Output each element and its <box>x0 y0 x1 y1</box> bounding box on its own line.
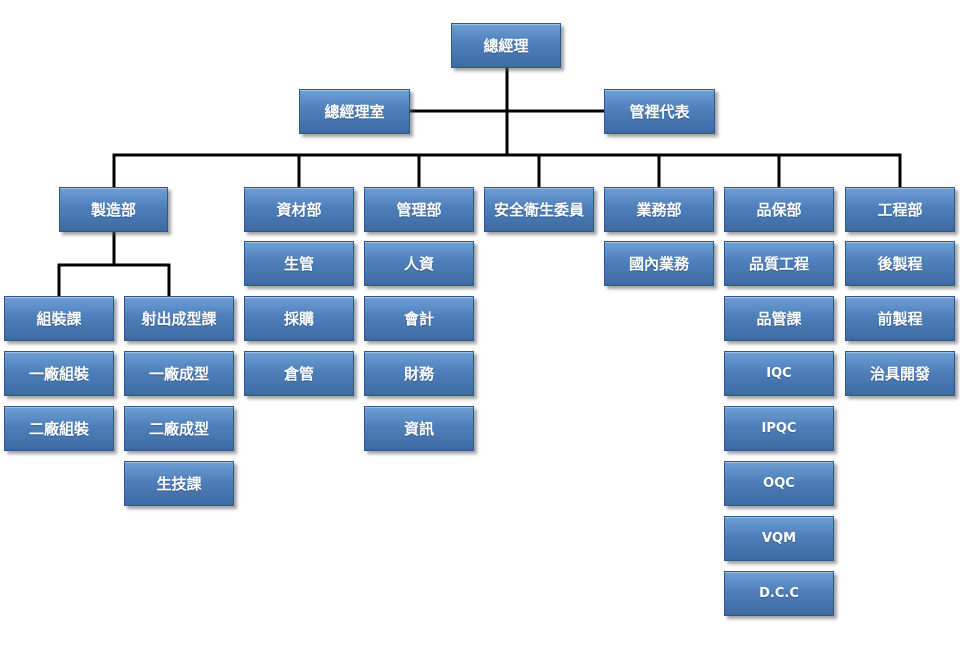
unit-molding-plant1: 一廠成型 <box>124 351 234 396</box>
management-rep-box: 管裡代表 <box>604 89 715 134</box>
ceo-box: 總經理 <box>451 23 561 68</box>
dept-manufacturing: 製造部 <box>59 187 168 232</box>
unit-materials-3: 倉管 <box>244 351 354 396</box>
unit-engineering-1: 後製程 <box>845 241 955 286</box>
ceo-office-box: 總經理室 <box>299 89 410 134</box>
section-molding: 射出成型課 <box>124 296 234 341</box>
unit-admin-1: 人資 <box>364 241 474 286</box>
unit-qa-1: 品質工程 <box>724 241 834 286</box>
unit-production-tech: 生技課 <box>124 461 234 506</box>
dept-engineering: 工程部 <box>845 187 955 232</box>
dept-materials: 資材部 <box>244 187 354 232</box>
unit-qa-oqc: OQC <box>724 461 834 506</box>
unit-sales-1: 國內業務 <box>604 241 714 286</box>
unit-molding-plant2: 二廠成型 <box>124 406 234 451</box>
dept-sales: 業務部 <box>604 187 714 232</box>
unit-engineering-2: 前製程 <box>845 296 955 341</box>
unit-qa-dcc: D.C.C <box>724 571 834 616</box>
unit-admin-2: 會計 <box>364 296 474 341</box>
unit-qa-iqc: IQC <box>724 351 834 396</box>
unit-materials-2: 採購 <box>244 296 354 341</box>
unit-qa-2: 品管課 <box>724 296 834 341</box>
unit-qa-ipqc: IPQC <box>724 406 834 451</box>
dept-safety: 安全衛生委員 <box>484 187 594 232</box>
dept-qa: 品保部 <box>724 187 834 232</box>
section-assembly: 組裝課 <box>4 296 114 341</box>
unit-admin-3: 財務 <box>364 351 474 396</box>
unit-admin-4: 資訊 <box>364 406 474 451</box>
unit-assembly-plant2: 二廠組裝 <box>4 406 114 451</box>
unit-qa-vqm: VQM <box>724 516 834 561</box>
dept-admin: 管理部 <box>364 187 474 232</box>
unit-engineering-3: 治具開發 <box>845 351 955 396</box>
unit-materials-1: 生管 <box>244 241 354 286</box>
unit-assembly-plant1: 一廠組裝 <box>4 351 114 396</box>
